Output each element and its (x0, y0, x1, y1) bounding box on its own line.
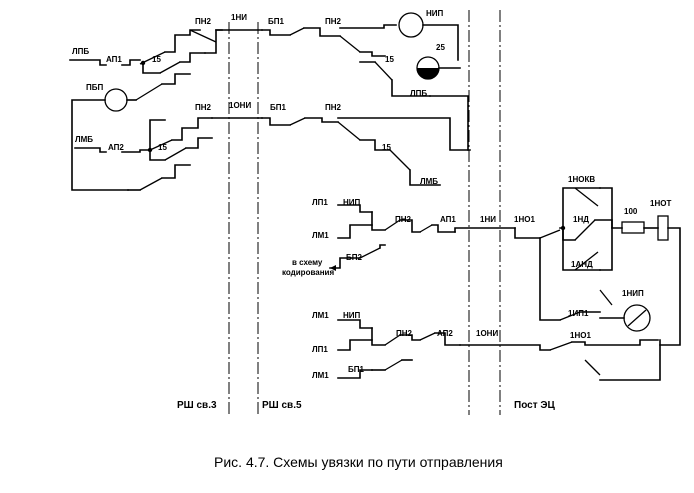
label-1no1: 1НО1 (514, 215, 535, 224)
label-1oni-bot: 1ОНИ (476, 329, 498, 338)
second-circuit (74, 95, 471, 191)
label-pn2b: ПН2 (325, 17, 342, 26)
figure-caption: Рис. 4.7. Схемы увязки по пути отправлен… (214, 454, 503, 470)
label-pn2d: ПН2 (325, 103, 342, 112)
label-v-shemu: в схему (292, 258, 323, 267)
zone-label-right: Пост ЭЦ (514, 400, 556, 411)
label-pn2e: ПН2 (395, 215, 412, 224)
label-pbp: ПБП (86, 83, 104, 92)
label-100: 100 (624, 207, 638, 216)
label-1ni: 1НИ (231, 13, 247, 22)
label-ap1-top: АП1 (106, 55, 122, 64)
label-1nip: 1НИП (622, 289, 644, 298)
zone-label-middle: РШ св.5 (262, 400, 302, 411)
label-1oni: 1ОНИ (229, 101, 251, 110)
label-kodir: кодирования (282, 268, 334, 277)
label-15b: 15 (385, 55, 394, 64)
label-15c: 15 (158, 143, 167, 152)
label-nip-top: НИП (426, 9, 444, 18)
label-pn2f: ПН2 (396, 329, 413, 338)
label-bp1b: БП1 (270, 103, 287, 112)
label-bp1c: БП1 (348, 365, 365, 374)
label-lmb: ЛМБ (75, 135, 93, 144)
label-lm1-c: ЛМ1 (312, 371, 329, 380)
label-lpb2: ЛПБ (410, 89, 427, 98)
label-pn2c: ПН2 (195, 103, 212, 112)
label-lp1: ЛП1 (312, 198, 328, 207)
label-15d: 15 (382, 143, 391, 152)
label-1no1-b: 1НО1 (570, 331, 591, 340)
label-lp1-b: ЛП1 (312, 345, 328, 354)
label-lmb2: ЛМБ (420, 177, 438, 186)
label-bp2: БП2 (346, 253, 363, 262)
label-1nokv: 1НОКВ (568, 175, 595, 184)
label-pn2a: ПН2 (195, 17, 212, 26)
label-ap1-mid: АП1 (440, 215, 456, 224)
label-1not: 1НОТ (650, 199, 671, 208)
label-nip-mid: НИП (343, 198, 361, 207)
label-lpb: ЛПБ (72, 47, 89, 56)
label-ap2-bot: АП2 (437, 329, 453, 338)
bottom-circuit (337, 319, 661, 381)
middle-circuit (329, 187, 681, 346)
label-bp1a: БП1 (268, 17, 285, 26)
label-1ni-mid: 1НИ (480, 215, 496, 224)
label-25: 25 (436, 43, 445, 52)
label-lm1-b: ЛМ1 (312, 311, 329, 320)
zone-label-left: РШ св.3 (177, 400, 217, 411)
top-circuit (69, 12, 461, 191)
label-1nd: 1НД (573, 215, 589, 224)
label-lm1: ЛМ1 (312, 231, 329, 240)
label-1ip1: 1ИП1 (568, 309, 589, 318)
label-1and: 1АНД (571, 260, 593, 269)
label-ap2-top: АП2 (108, 143, 124, 152)
label-nip-bot: НИП (343, 311, 361, 320)
component-labels: ЛПБ АП1 15 ПН2 1НИ БП1 ПН2 НИП 25 15 ЛПБ… (72, 9, 671, 380)
label-15a: 15 (152, 55, 161, 64)
